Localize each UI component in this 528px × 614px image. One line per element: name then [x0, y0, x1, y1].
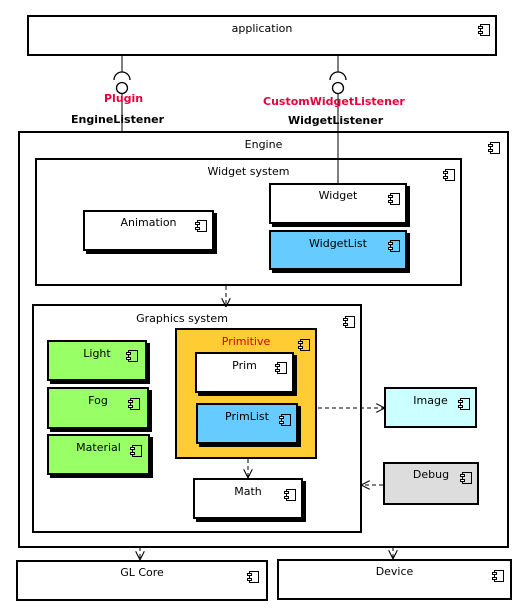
gl-core-label: GL Core: [120, 566, 164, 579]
debug-component[interactable]: Debug: [383, 462, 479, 505]
component-icon: [343, 313, 355, 328]
component-icon: [284, 486, 296, 501]
widget-list-component[interactable]: WidgetList: [269, 230, 407, 270]
custom-widget-listener-socket: [329, 71, 347, 81]
widget-system-label: Widget system: [207, 165, 290, 178]
material-label: Material: [76, 441, 121, 454]
material-component[interactable]: Material: [47, 434, 150, 475]
component-icon: [275, 359, 287, 374]
widget-listener-interface-label: WidgetListener: [288, 114, 384, 127]
component-icon: [128, 395, 140, 410]
prim-label: Prim: [232, 359, 257, 372]
component-icon: [460, 469, 472, 484]
component-icon: [247, 568, 259, 583]
math-component[interactable]: Math: [193, 478, 303, 519]
device-component[interactable]: Device: [277, 559, 512, 600]
prim-list-component[interactable]: PrimList: [196, 403, 298, 444]
component-icon: [458, 395, 470, 410]
component-icon: [388, 237, 400, 252]
custom-widget-listener-interface-label: CustomWidgetListener: [263, 95, 405, 108]
light-component[interactable]: Light: [47, 340, 147, 381]
component-icon: [279, 411, 291, 426]
engine-listener-interface-label: EngineListener: [71, 113, 165, 126]
prim-component[interactable]: Prim: [195, 352, 294, 393]
application-label: application: [231, 22, 293, 35]
component-icon: [492, 567, 504, 582]
engine-label: Engine: [244, 138, 283, 151]
debug-label: Debug: [412, 468, 450, 481]
image-component[interactable]: Image: [384, 387, 477, 428]
fog-component[interactable]: Fog: [47, 387, 149, 429]
graphics-system-label: Graphics system: [136, 312, 228, 325]
component-icon: [195, 217, 207, 232]
widget-list-label: WidgetList: [309, 237, 367, 250]
primitive-label: Primitive: [221, 335, 271, 348]
component-icon: [488, 139, 500, 154]
component-icon: [388, 190, 400, 205]
widget-label: Widget: [318, 189, 358, 202]
widget-listener-lollipop: [331, 81, 345, 95]
light-label: Light: [83, 347, 111, 360]
engine-component[interactable]: Engine: [18, 131, 509, 548]
plugin-socket: [113, 71, 131, 81]
prim-list-label: PrimList: [225, 410, 269, 423]
image-label: Image: [413, 394, 448, 407]
math-label: Math: [234, 485, 262, 498]
component-icon: [126, 347, 138, 362]
engine-listener-lollipop: [115, 81, 129, 95]
widget-component[interactable]: Widget: [269, 183, 407, 224]
component-icon: [298, 336, 310, 351]
component-icon: [478, 21, 490, 36]
component-icon: [130, 442, 142, 457]
application-component[interactable]: application: [27, 15, 497, 56]
gl-core-component[interactable]: GL Core: [16, 560, 268, 601]
animation-label: Animation: [120, 216, 177, 229]
component-icon: [443, 166, 455, 181]
fog-label: Fog: [88, 394, 108, 407]
animation-component[interactable]: Animation: [83, 210, 214, 251]
device-label: Device: [375, 565, 414, 578]
widget-system-component[interactable]: Widget system: [35, 158, 462, 286]
graphics-system-component[interactable]: Graphics system: [32, 304, 362, 533]
plugin-interface-label: Plugin: [104, 92, 144, 105]
